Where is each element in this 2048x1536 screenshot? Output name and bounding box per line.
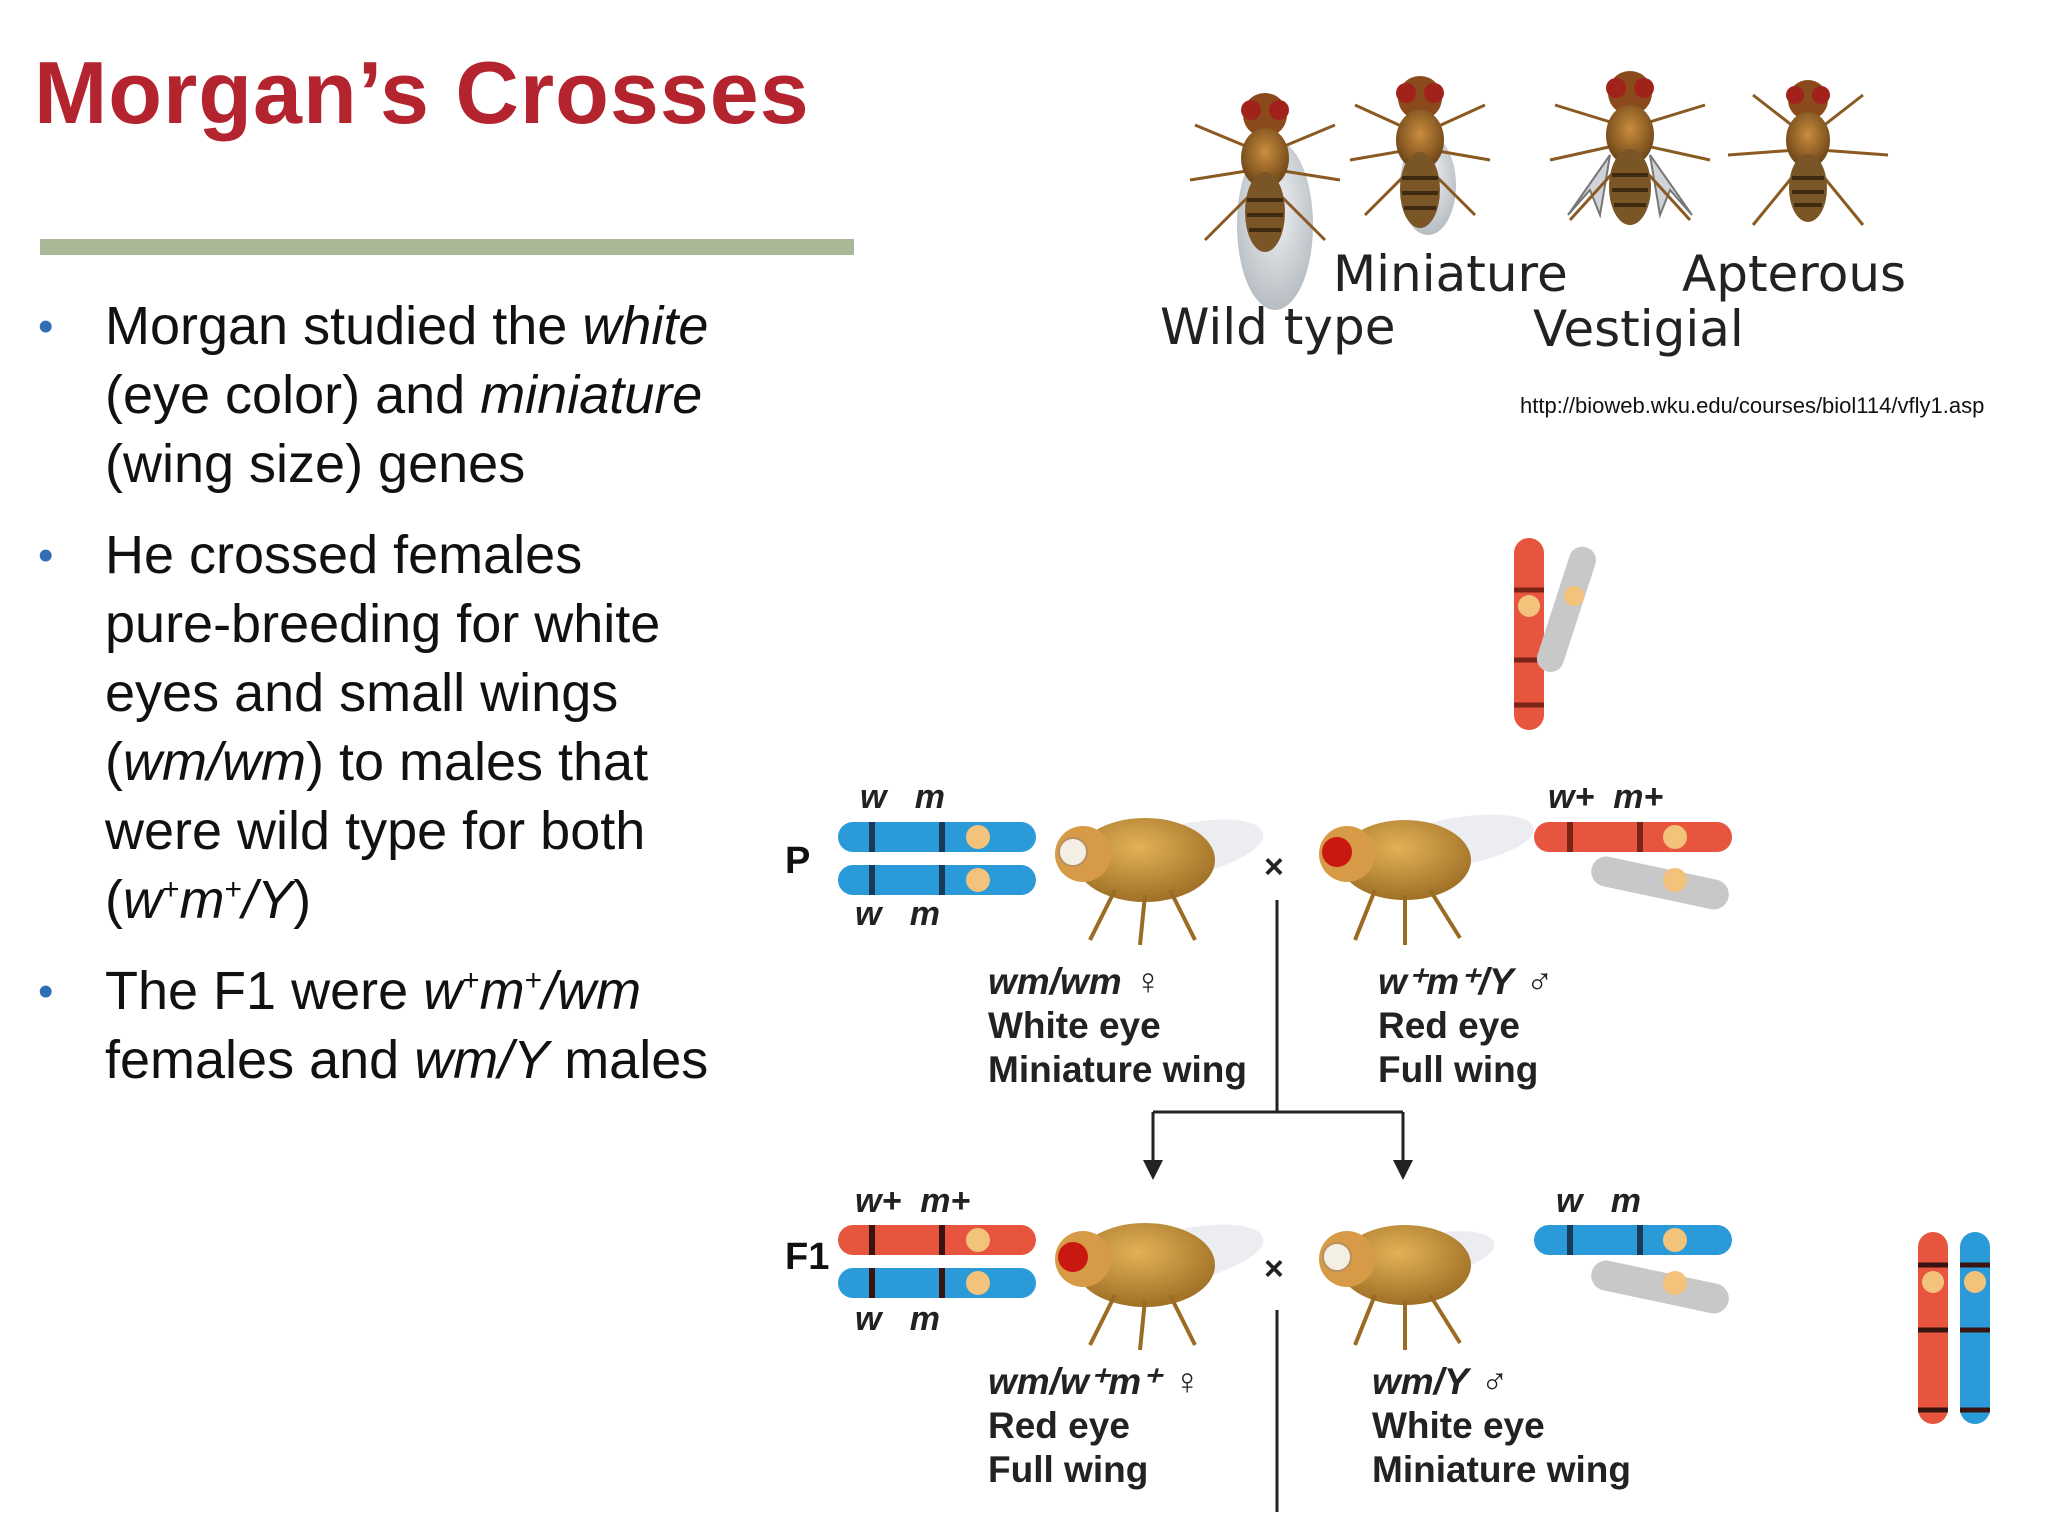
bullet-text-run: ) to males that <box>305 732 649 792</box>
bullet-text-run: ) <box>293 870 312 930</box>
bullet-line: Morgan studied the white <box>105 292 798 361</box>
arrow-heads <box>1143 1160 1413 1180</box>
bullet-line: (wing size) genes <box>105 430 798 499</box>
bullet-marker: • <box>38 531 54 580</box>
f1-female-alleles-bottom: w m <box>855 1300 941 1338</box>
page-title: Morgan’s Crosses <box>34 43 810 142</box>
bullet-text-run: + <box>462 964 480 997</box>
f1-male-fly-image <box>1319 1225 1495 1350</box>
p-female-eye: White eye <box>988 1005 1161 1046</box>
p-cross-symbol: × <box>1264 848 1284 886</box>
p-female-alleles-bottom: w m <box>855 895 941 933</box>
fly-vestigial-image <box>1549 71 1711 225</box>
bullet-text-run: + <box>224 873 243 906</box>
bullet-text-run: m <box>179 870 225 930</box>
p-female-wing: Miniature wing <box>988 1049 1247 1090</box>
f1-male-chromosomes <box>1534 1225 1732 1314</box>
bullet-line: (w+m+/Y) <box>105 866 798 935</box>
chromosome-pair-bottom <box>1918 1232 1990 1424</box>
bullet-text-run: He crossed females <box>105 525 583 585</box>
bullet-line: He crossed females <box>105 521 798 590</box>
p-male-alleles: w+ m+ <box>1548 778 1664 816</box>
p-female-chromosomes <box>838 822 1036 895</box>
bullet-text-run: /wm <box>542 961 642 1021</box>
bullet-line: (wm/wm) to males that <box>105 728 798 797</box>
f1-male-wing: Miniature wing <box>1372 1449 1631 1490</box>
f1-male-genotype: wm/Y ♂ <box>1372 1361 1506 1402</box>
bullet-text-run: males <box>549 1030 709 1090</box>
p-male-eye: Red eye <box>1378 1005 1520 1046</box>
f1-female-chromosomes <box>838 1225 1036 1298</box>
f1-female-fly-image <box>1055 1223 1264 1351</box>
bullet-line: (eye color) and miniature <box>105 361 798 430</box>
bullet-text-run: /Y <box>242 870 294 930</box>
f1-female-phenotype: wm/w⁺m⁺ ♀ Red eye Full wing <box>988 1360 1199 1492</box>
bullet-text-run: + <box>161 873 180 906</box>
p-generation-label: P <box>785 840 811 882</box>
p-female-phenotype: wm/wm ♀ White eye Miniature wing <box>988 960 1247 1092</box>
fly-wild-type-image <box>1189 93 1341 310</box>
bullet-text-run: white <box>582 296 709 356</box>
bullet-line: pure-breeding for white <box>105 590 798 659</box>
bullet-item: •Morgan studied the white(eye color) and… <box>38 292 798 499</box>
bullet-marker: • <box>38 302 54 351</box>
bullet-text-run: w <box>122 870 162 930</box>
p-female-alleles-top: w m <box>860 778 946 816</box>
bullet-text-run: The F1 were <box>105 961 424 1021</box>
f1-male-phenotype: wm/Y ♂ White eye Miniature wing <box>1372 1360 1631 1492</box>
bullet-item: • He crossed females pure-breeding for whi… <box>38 521 798 935</box>
bullet-text-run: w <box>423 961 463 1021</box>
p-male-phenotype: w⁺m⁺/Y ♂ Red eye Full wing <box>1378 960 1551 1092</box>
bullet-text-run: pure-breeding for white <box>105 594 661 654</box>
f1-female-alleles-top: w+ m+ <box>855 1182 971 1220</box>
bullet-text-run: ( <box>105 732 123 792</box>
f1-female-wing: Full wing <box>988 1449 1149 1490</box>
label-wild-type: Wild type <box>1160 298 1396 356</box>
f1-female-eye: Red eye <box>988 1405 1130 1446</box>
bullet-text-run: wm/Y <box>414 1030 550 1090</box>
bullet-text-run: eyes and small wings <box>105 663 619 723</box>
f1-female-genotype: wm/w⁺m⁺ ♀ <box>988 1361 1199 1402</box>
f1-generation-label: F1 <box>785 1236 830 1278</box>
label-vestigial: Vestigial <box>1533 300 1744 358</box>
bullet-line: females and wm/Y males <box>105 1026 798 1095</box>
bullet-line: were wild type for both <box>105 797 798 866</box>
bullet-text-run: + <box>524 964 543 997</box>
bullet-text-run: (wing size) genes <box>105 434 526 494</box>
p-male-fly-image <box>1319 814 1534 945</box>
p-female-genotype: wm/wm ♀ <box>988 961 1160 1002</box>
p-male-wing: Full wing <box>1378 1049 1539 1090</box>
bullet-text-run: Morgan studied the <box>105 296 583 356</box>
bullet-text-run: miniature <box>480 365 703 425</box>
cross-lines <box>1151 900 1405 1512</box>
label-miniature: Miniature <box>1333 245 1568 303</box>
bullet-line: eyes and small wings <box>105 659 798 728</box>
title-divider <box>40 239 854 255</box>
fly-miniature-image <box>1349 76 1491 235</box>
bullet-text-run: m <box>479 961 525 1021</box>
bullet-text-run: ( <box>105 870 123 930</box>
label-apterous: Apterous <box>1682 245 1907 303</box>
p-female-fly-image <box>1055 818 1264 946</box>
f1-male-eye: White eye <box>1372 1405 1545 1446</box>
fly-apterous-image <box>1727 80 1889 226</box>
p-male-genotype: w⁺m⁺/Y ♂ <box>1378 961 1552 1002</box>
bullet-text-run: females and <box>105 1030 415 1090</box>
bullet-text-run: (eye color) and <box>105 365 481 425</box>
bullet-text-run: were wild type for both <box>105 801 646 861</box>
chromosome-pair-top <box>1514 538 1596 730</box>
f1-cross-symbol: × <box>1264 1250 1284 1288</box>
bullet-line: The F1 were w+m+/wm <box>105 957 798 1026</box>
f1-male-alleles: w m <box>1556 1182 1642 1220</box>
bullet-list: •Morgan studied the white(eye color) and… <box>38 292 798 1117</box>
p-male-chromosomes <box>1534 822 1732 910</box>
bullet-text-run: wm/wm <box>122 732 306 792</box>
source-url: http://bioweb.wku.edu/courses/biol114/vf… <box>1520 393 1985 418</box>
bullet-marker: • <box>38 967 54 1016</box>
